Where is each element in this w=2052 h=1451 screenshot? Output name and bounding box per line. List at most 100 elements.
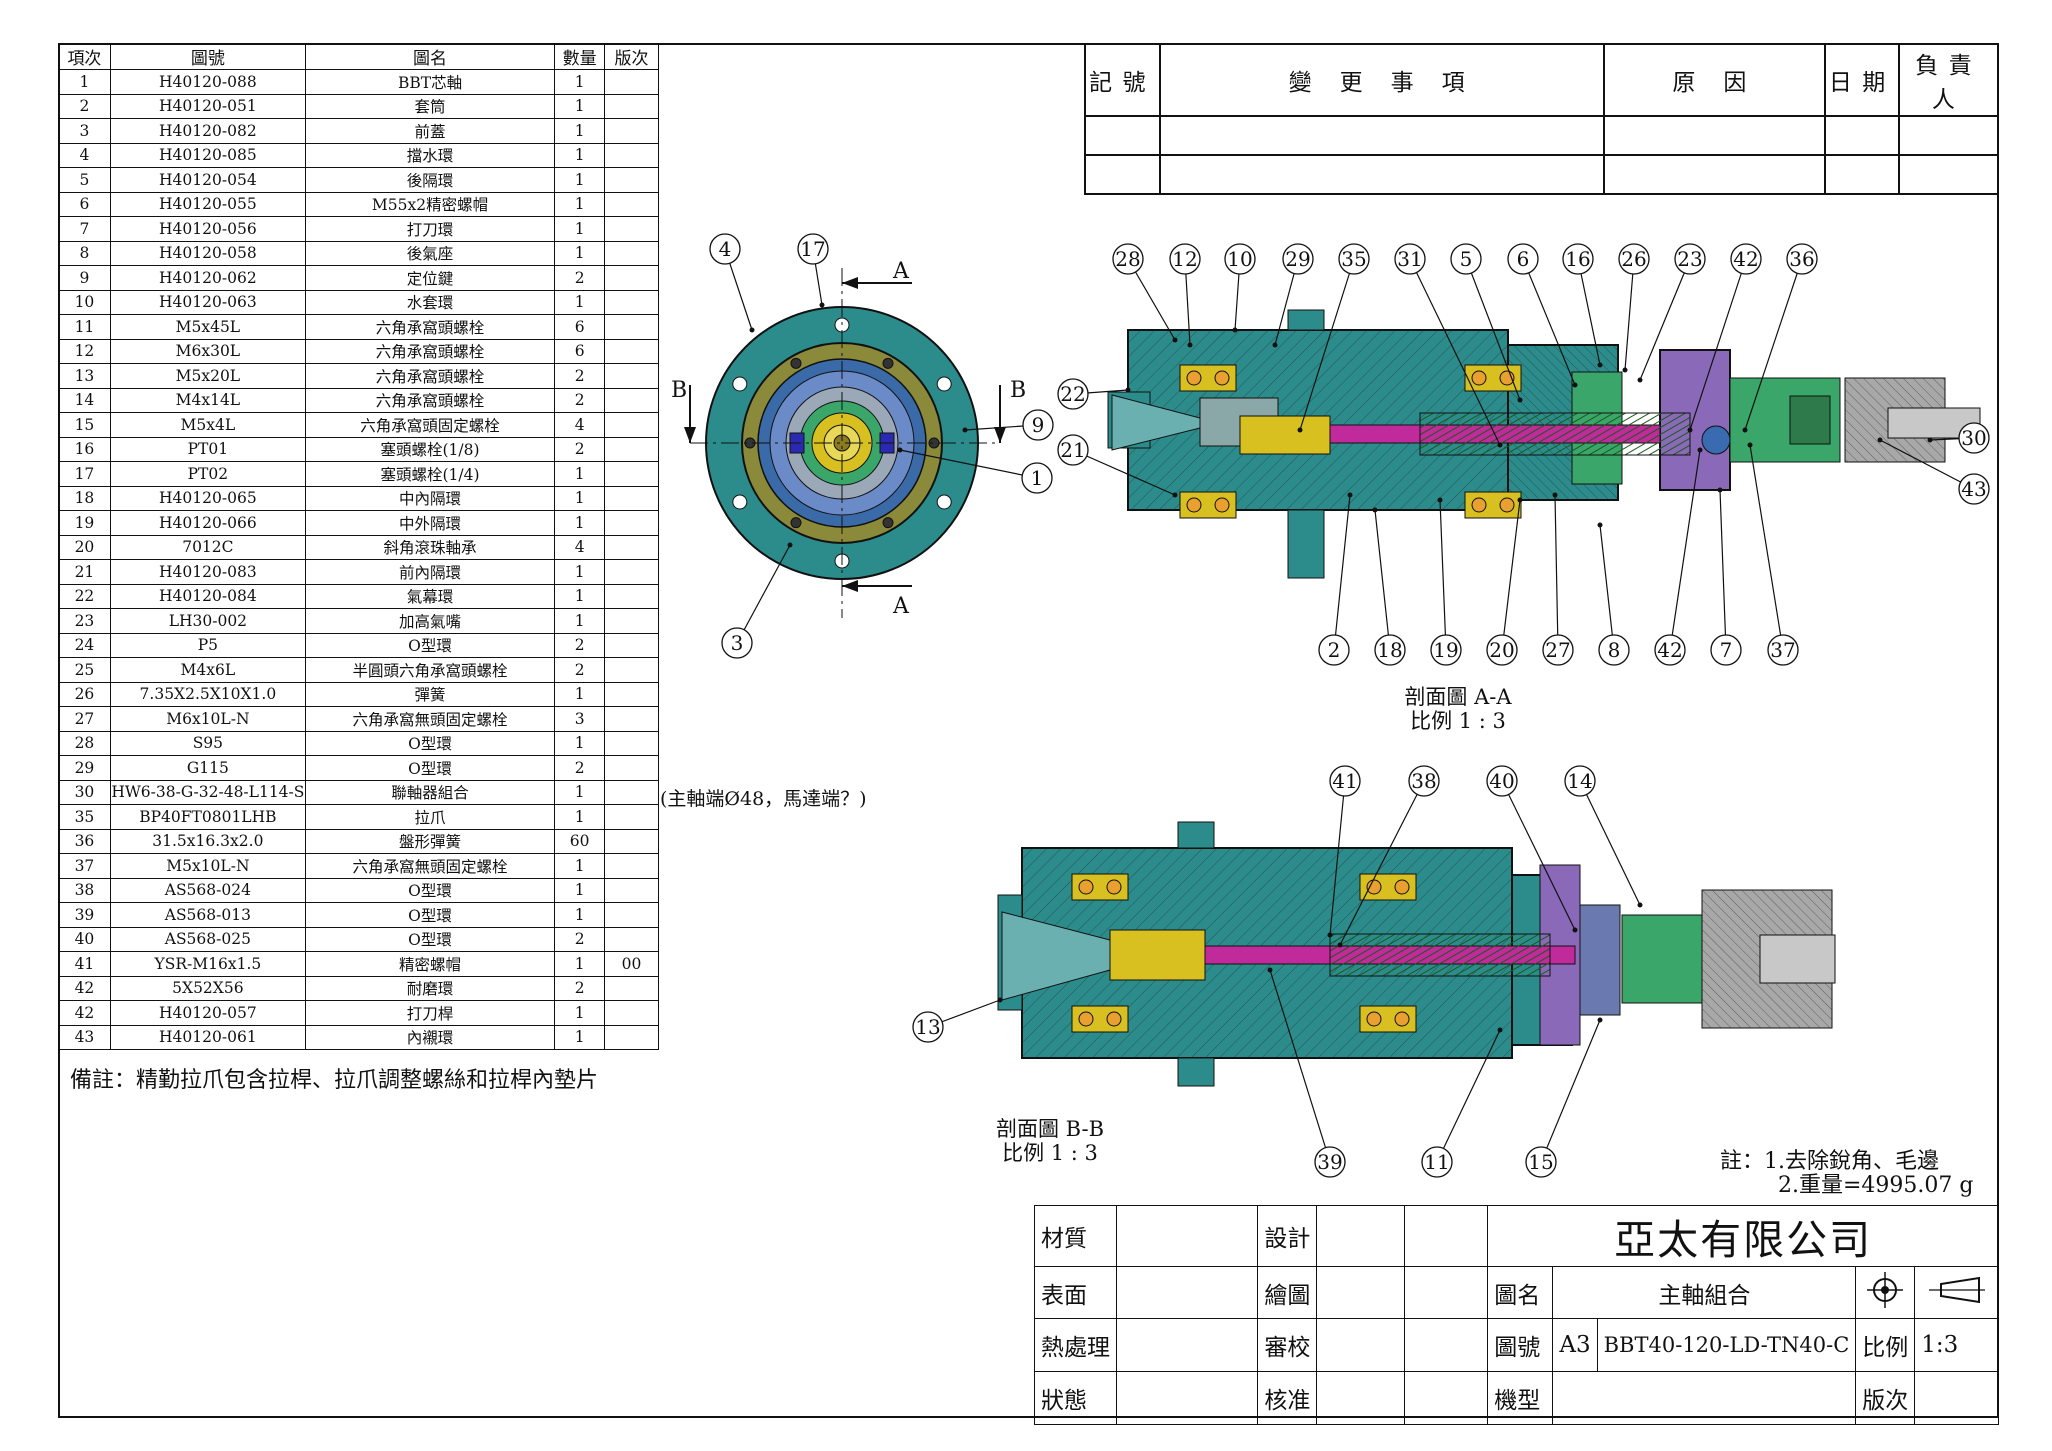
balloon-label: 40 [1489, 769, 1514, 793]
leader-lines [724, 248, 1975, 1163]
bolt-head [882, 517, 894, 529]
leader-dot [962, 427, 968, 433]
bearing-ball [1366, 1011, 1382, 1027]
balloon-circle [1710, 634, 1742, 666]
bom-drawing-no: H40120-057 [109, 1000, 306, 1026]
balloon-label: 26 [1621, 247, 1646, 271]
tb-surface-label: 表面 [1034, 1266, 1117, 1319]
bom-drawing-no: M6x30L [109, 338, 306, 364]
balloon-circle [1314, 1146, 1346, 1178]
bom-rev [604, 118, 659, 144]
bearing-ball [1471, 497, 1487, 513]
leader-dot [1327, 932, 1333, 938]
leader-line [899, 449, 1038, 479]
cut-letter-b-left: B [671, 378, 687, 403]
revision-header-change: 變 更 事 項 [1158, 43, 1605, 117]
bom-item: 14 [58, 387, 111, 413]
leader-dot [1697, 447, 1703, 453]
balloon-circle [1394, 243, 1426, 275]
leader-dot [1927, 437, 1933, 443]
bom-name: O型環 [304, 730, 556, 756]
revision-row [1084, 154, 1999, 195]
leader-dot [1552, 492, 1558, 498]
balloon-circle [1562, 243, 1594, 275]
leader-dot [1687, 427, 1693, 433]
tb-state-label: 狀態 [1034, 1371, 1117, 1425]
leader-dot [1622, 367, 1628, 373]
leader-line [1579, 780, 1641, 906]
leader-dot [1272, 342, 1278, 348]
leader-line [1599, 524, 1615, 651]
bom-qty: 4 [554, 412, 606, 438]
leader-line [1577, 258, 1601, 366]
bom-item: 10 [58, 289, 111, 315]
bom-qty: 1 [554, 681, 606, 707]
bom-drawing-no: M6x10L-N [109, 706, 306, 732]
bom-name: 六角承窩頭螺栓 [304, 338, 556, 364]
bom-drawing-no: AS568-024 [109, 877, 306, 903]
balloon-label: 7 [1720, 638, 1733, 662]
leader-line [1501, 780, 1576, 931]
bom-name: 擋水環 [304, 142, 556, 168]
bearing-ball [1186, 497, 1202, 513]
leader-line [1072, 449, 1176, 496]
bom-rev [604, 240, 659, 266]
balloon-circle [1057, 378, 1089, 410]
bom-item: 21 [58, 559, 111, 585]
balloon-label: 37 [1770, 638, 1795, 662]
tb-scale-value: 1:3 [1914, 1318, 1999, 1372]
bom-item: 42 [58, 975, 111, 1001]
bom-qty: 1 [554, 853, 606, 879]
leader-dot [1172, 492, 1178, 498]
bom-drawing-no: 5X52X56 [109, 975, 306, 1001]
balloon-label: 29 [1285, 247, 1310, 271]
bom-name: 定位鍵 [304, 265, 556, 291]
bom-rev [604, 975, 659, 1001]
balloon-label: 28 [1115, 247, 1140, 271]
bom-rev [604, 730, 659, 756]
bearing-ball [1394, 879, 1410, 895]
tb-no-label: 圖號 [1487, 1318, 1554, 1372]
bom-item: 39 [58, 902, 111, 928]
bom-rev [604, 289, 659, 315]
bom-drawing-no: AS568-013 [109, 902, 306, 928]
bom-item: 24 [58, 632, 111, 658]
bom-rev [604, 167, 659, 193]
balloon-circle [1958, 422, 1990, 454]
side-note: (主軸端Ø48，馬達端？) [660, 788, 867, 810]
leader-dot [1232, 327, 1238, 333]
bom-drawing-no: LH30-002 [109, 608, 306, 634]
bom-drawing-no: H40120-051 [109, 93, 306, 119]
balloon-label: 19 [1433, 638, 1458, 662]
bom-header-qty: 數量 [554, 43, 606, 70]
leader-dot [1747, 442, 1753, 448]
bom-item: 26 [58, 681, 111, 707]
balloon-label: 13 [915, 1015, 940, 1039]
balloon-circle [1525, 1146, 1557, 1178]
bom-qty: 2 [554, 632, 606, 658]
tb-name-value: 主軸組合 [1552, 1266, 1857, 1319]
section-bb-scale: 比例 1 : 3 [1002, 1141, 1098, 1165]
bearing-ball [1471, 370, 1487, 386]
leader-line [1339, 780, 1425, 946]
bom-name: 後氣座 [304, 240, 556, 266]
bom-item: 6 [58, 191, 111, 217]
bom-drawing-no: HW6-38-G-32-48-L114-S [109, 779, 306, 805]
bearing-ball [1106, 1011, 1122, 1027]
bom-drawing-no: H40120-088 [109, 69, 306, 95]
bearing-ball [1499, 497, 1515, 513]
bom-rev: 00 [604, 951, 659, 977]
bom-name: 前內隔環 [304, 559, 556, 585]
bearing-ball [1214, 497, 1230, 513]
